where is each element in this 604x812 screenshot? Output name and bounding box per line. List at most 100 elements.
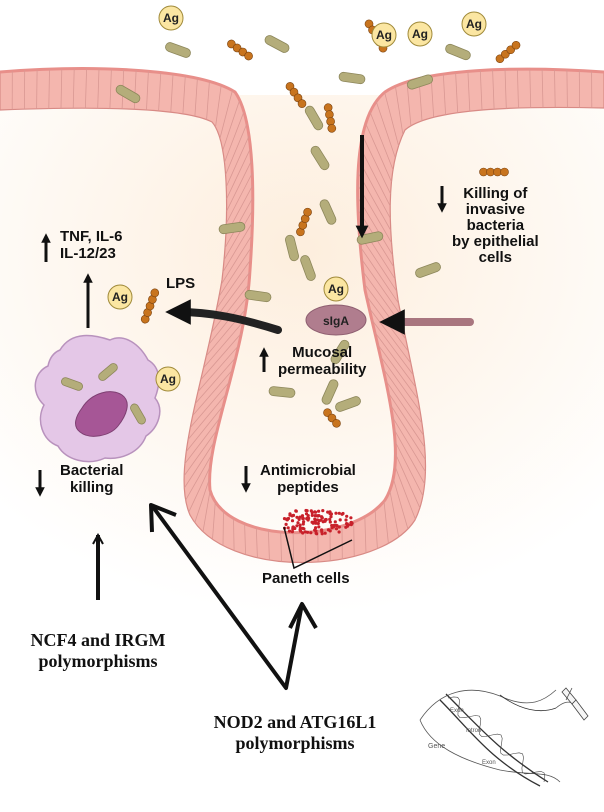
paneth-cells-label: Paneth cells bbox=[262, 570, 350, 587]
antigen: Ag bbox=[462, 12, 486, 36]
paneth-granule bbox=[317, 525, 320, 528]
paneth-granule bbox=[288, 530, 291, 533]
paneth-granule bbox=[341, 513, 344, 516]
nod2-line1: NOD2 and ATG16L1 bbox=[170, 712, 420, 733]
paneth-granule bbox=[306, 517, 309, 520]
killing-line3: bacteria bbox=[452, 218, 539, 234]
paneth-granule bbox=[339, 518, 342, 521]
killing-invasive-label: Killing of invasive bacteria by epitheli… bbox=[452, 186, 539, 266]
killing-line2: invasive bbox=[452, 202, 539, 218]
paneth-granule bbox=[338, 530, 341, 533]
paneth-granule bbox=[292, 525, 295, 528]
antigen-label: Ag bbox=[466, 17, 482, 31]
tnf-label: TNF, IL-6 IL-12/23 bbox=[60, 228, 123, 262]
paneth-granule bbox=[296, 521, 299, 524]
antigen: Ag bbox=[408, 22, 432, 46]
cell-border bbox=[37, 70, 38, 109]
paneth-granule bbox=[338, 512, 341, 515]
tnf-label-line1: TNF, IL-6 bbox=[60, 228, 123, 245]
paneth-granule bbox=[314, 522, 317, 525]
paneth-granule bbox=[330, 512, 333, 515]
bacterial-killing-label: Bacterial killing bbox=[60, 462, 123, 496]
paneth-granule bbox=[299, 516, 302, 519]
paneth-granule bbox=[313, 518, 316, 521]
antigen: Ag bbox=[108, 285, 132, 309]
paneth-granule bbox=[288, 514, 291, 517]
cocci-chain bbox=[494, 40, 521, 65]
paneth-granule bbox=[327, 528, 330, 531]
antigen-label: Ag bbox=[412, 27, 428, 41]
paneth-granule bbox=[314, 526, 317, 529]
ncf4-line2: polymorphisms bbox=[18, 651, 178, 672]
rod-bacterium bbox=[164, 41, 192, 58]
paneth-granule bbox=[292, 514, 295, 517]
cell-border bbox=[305, 532, 306, 562]
killing-line4: by epithelial bbox=[452, 234, 539, 250]
paneth-granule bbox=[313, 510, 316, 513]
antigen-label: Ag bbox=[163, 11, 179, 25]
paneth-granule bbox=[345, 515, 348, 518]
siga-label: sIgA bbox=[323, 314, 349, 328]
paneth-granule bbox=[335, 527, 338, 530]
paneth-granule bbox=[315, 532, 318, 535]
mucosal-line1: Mucosal bbox=[278, 344, 366, 361]
antimicrobial-peptides-label: Antimicrobial peptides bbox=[260, 462, 356, 496]
paneth-granule bbox=[302, 522, 305, 525]
paneth-granule bbox=[302, 517, 305, 520]
paneth-granule bbox=[310, 509, 313, 512]
cell-border bbox=[223, 511, 224, 546]
antigen-label: Ag bbox=[376, 28, 392, 42]
paneth-granule bbox=[350, 523, 353, 526]
antigen: Ag bbox=[156, 367, 180, 391]
gene-inset-exon2: Exon bbox=[482, 760, 496, 766]
rod-bacterium bbox=[263, 34, 290, 54]
gene-inset bbox=[420, 690, 574, 786]
antigen: Ag bbox=[372, 23, 396, 47]
gene-inset-gene: Gene bbox=[428, 743, 445, 750]
paneth-granule bbox=[316, 514, 319, 517]
lps-label: LPS bbox=[166, 275, 195, 292]
bacterial-line1: Bacterial bbox=[60, 462, 123, 479]
antigen-label: Ag bbox=[328, 282, 344, 296]
paneth-granule bbox=[321, 509, 324, 512]
paneth-granule bbox=[320, 515, 323, 518]
paneth-granule bbox=[306, 509, 309, 512]
paneth-granule bbox=[287, 526, 290, 529]
rod-bacterium bbox=[339, 72, 366, 85]
paneth-granule bbox=[334, 512, 337, 515]
paneth-granule bbox=[304, 530, 307, 533]
ncf4-irgm-label: NCF4 and IRGM polymorphisms bbox=[18, 630, 178, 672]
killing-line5: cells bbox=[452, 250, 539, 266]
paneth-granule bbox=[347, 523, 350, 526]
antigen: Ag bbox=[324, 277, 348, 301]
bacterial-line2: killing bbox=[60, 479, 123, 496]
mucosal-line2: permeability bbox=[278, 361, 366, 378]
paneth-granule bbox=[324, 518, 327, 521]
chromosome-icon bbox=[562, 688, 588, 720]
gene-inset-exon: Exon bbox=[450, 708, 464, 714]
cell-border bbox=[354, 522, 355, 556]
nod2-line2: polymorphisms bbox=[170, 733, 420, 754]
mucosal-permeability-label: Mucosal permeability bbox=[278, 344, 366, 378]
nod2-atg16l1-label: NOD2 and ATG16L1 polymorphisms bbox=[170, 712, 420, 754]
antigen-label: Ag bbox=[160, 372, 176, 386]
paneth-granule bbox=[334, 520, 337, 523]
paneth-granule bbox=[299, 524, 302, 527]
paneth-granule bbox=[349, 516, 352, 519]
tnf-label-line2: IL-12/23 bbox=[60, 245, 123, 262]
cocci-chain bbox=[226, 38, 254, 61]
paneth-granule bbox=[295, 516, 298, 519]
antimicrobial-line2: peptides bbox=[260, 479, 356, 496]
paneth-granule bbox=[328, 518, 331, 521]
gene-inset-intron: Intron bbox=[466, 728, 481, 734]
paneth-granule bbox=[294, 509, 297, 512]
antigen: Ag bbox=[159, 6, 183, 30]
paneth-granule bbox=[311, 514, 314, 517]
paneth-granule bbox=[285, 523, 288, 526]
paneth-granule bbox=[305, 512, 308, 515]
paneth-granule bbox=[338, 525, 341, 528]
coccus bbox=[501, 168, 509, 176]
paneth-granule bbox=[311, 521, 314, 524]
